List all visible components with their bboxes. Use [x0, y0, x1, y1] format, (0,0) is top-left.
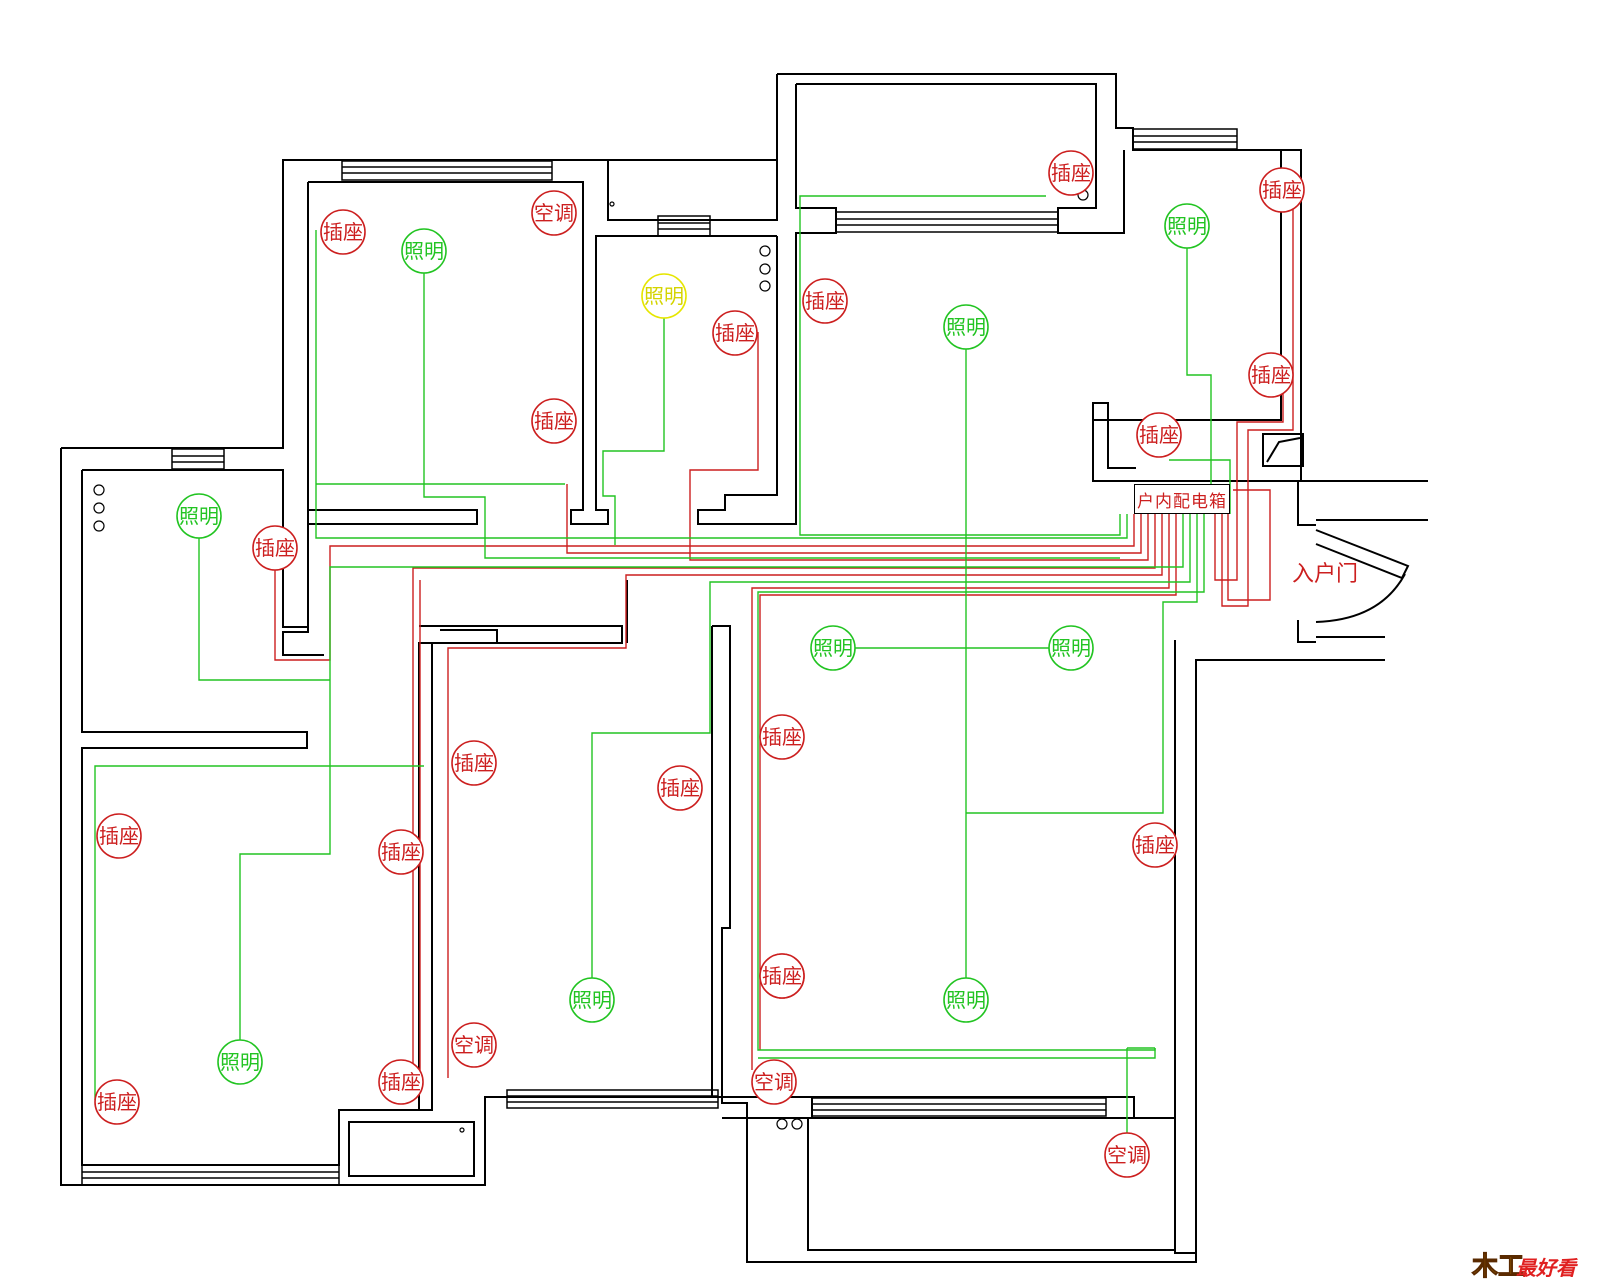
light-fixture-9: 照明 — [1164, 203, 1210, 249]
wire-light — [758, 1048, 1156, 1059]
light-fixture-3: 照明 — [401, 228, 447, 274]
fixture-label: 插座 — [534, 409, 574, 433]
socket-outlet-33: 插座 — [759, 953, 805, 999]
wire-socket — [1221, 190, 1294, 607]
wire-socket — [1214, 374, 1284, 581]
fixture-label: 照明 — [404, 239, 444, 263]
watermark-logo: 木工 最好看 — [1471, 1244, 1596, 1280]
fixture-label: 插座 — [99, 824, 139, 848]
socket-outlet-30: 插座 — [378, 1059, 424, 1105]
wire-socket — [1227, 489, 1271, 601]
fixture-label: 插座 — [323, 220, 363, 244]
logo-part2: 最好看 — [1516, 1256, 1576, 1280]
fixture-label: 照明 — [179, 504, 219, 528]
fixture-label: 照明 — [1167, 214, 1207, 238]
socket-outlet-18: 插座 — [451, 740, 497, 786]
socket-outlet-21: 插座 — [96, 813, 142, 859]
light-fixture-25: 照明 — [943, 977, 989, 1023]
distribution-panel-label: 户内配电箱 — [1134, 484, 1230, 514]
wire-light — [1186, 222, 1212, 514]
socket-outlet-22: 插座 — [378, 829, 424, 875]
fixture-label: 照明 — [644, 284, 684, 308]
wire-light — [94, 765, 424, 1100]
wire-light — [423, 250, 1120, 559]
ac-outlet-31: 空调 — [751, 1059, 797, 1105]
socket-outlet-12: 插座 — [1248, 352, 1294, 398]
entry-door-label: 入户门 — [1292, 562, 1359, 587]
wire-light — [966, 514, 1198, 814]
socket-outlet-13: 插座 — [1136, 412, 1182, 458]
socket-outlet-28: 插座 — [94, 1079, 140, 1125]
wire-light — [315, 230, 1128, 539]
wire-socket — [566, 484, 1142, 554]
socket-outlet-15: 插座 — [252, 525, 298, 571]
socket-outlet-6: 插座 — [712, 310, 758, 356]
wire-socket — [689, 332, 1149, 561]
fixture-label: 插座 — [715, 321, 755, 345]
fixture-label: 插座 — [1135, 833, 1175, 857]
wire-light — [239, 514, 1184, 1062]
fixture-label: 照明 — [813, 636, 853, 660]
windows — [81, 128, 1238, 1186]
fixture-label: 插座 — [454, 751, 494, 775]
light-fixture-29: 照明 — [217, 1039, 263, 1085]
wire-light — [799, 195, 1121, 536]
fixture-label: 空调 — [754, 1070, 794, 1094]
wire-socket — [274, 514, 1135, 661]
fixture-label: 插座 — [762, 725, 802, 749]
fixture-label: 空调 — [1107, 1143, 1147, 1167]
wire-socket — [447, 514, 1163, 1078]
circuit-wires — [94, 190, 1294, 1155]
wire-light — [602, 296, 665, 545]
logo-part1: 木工 — [1471, 1252, 1525, 1280]
fixture-label: 插座 — [255, 536, 295, 560]
fixture-label: 插座 — [97, 1090, 137, 1114]
light-fixture-10: 照明 — [943, 304, 989, 350]
socket-outlet-8: 插座 — [1048, 150, 1094, 196]
socket-outlet-7: 插座 — [802, 278, 848, 324]
fixture-label: 插座 — [1051, 161, 1091, 185]
light-fixture-14: 照明 — [176, 493, 222, 539]
fixture-label: 插座 — [381, 840, 421, 864]
fixture-label: 插座 — [1262, 178, 1302, 202]
wire-light — [1169, 459, 1231, 514]
socket-outlet-11: 插座 — [1259, 167, 1305, 213]
socket-outlet-1: 插座 — [320, 209, 366, 255]
wire-socket — [759, 514, 1177, 1050]
wire-light — [198, 516, 330, 681]
fixture-label: 空调 — [454, 1033, 494, 1057]
socket-outlet-23: 插座 — [1132, 822, 1178, 868]
ac-outlet-26: 空调 — [451, 1022, 497, 1068]
socket-outlet-20: 插座 — [759, 714, 805, 760]
wire-light — [591, 514, 1191, 1000]
fixture-symbols: 插座空调照明插座照明插座插座插座照明照明插座插座插座照明插座照明照明插座插座插座… — [94, 150, 1305, 1178]
light-fixture-5: 照明 — [641, 273, 687, 319]
fixture-label: 照明 — [220, 1050, 260, 1074]
fixture-label: 照明 — [946, 988, 986, 1012]
wire-socket — [412, 514, 1156, 1080]
fixture-label: 插座 — [1139, 423, 1179, 447]
light-fixture-17: 照明 — [1048, 625, 1094, 671]
ac-outlet-2: 空调 — [531, 190, 577, 236]
ac-outlet-32: 空调 — [1104, 1132, 1150, 1178]
fixture-label: 照明 — [1051, 636, 1091, 660]
walls — [60, 73, 1428, 1263]
fixture-label: 空调 — [534, 201, 574, 225]
wire-socket — [751, 514, 1170, 1070]
drain-markers — [93, 189, 1089, 1133]
socket-outlet-19: 插座 — [657, 765, 703, 811]
light-fixture-24: 照明 — [569, 977, 615, 1023]
socket-outlet-4: 插座 — [531, 398, 577, 444]
fixture-label: 照明 — [946, 315, 986, 339]
fixture-label: 插座 — [381, 1070, 421, 1094]
fixture-label: 插座 — [660, 776, 700, 800]
fixture-label: 照明 — [572, 988, 612, 1012]
fixture-label: 插座 — [805, 289, 845, 313]
fixture-label: 插座 — [1251, 363, 1291, 387]
light-fixture-16: 照明 — [810, 625, 856, 671]
fixture-label: 插座 — [762, 964, 802, 988]
